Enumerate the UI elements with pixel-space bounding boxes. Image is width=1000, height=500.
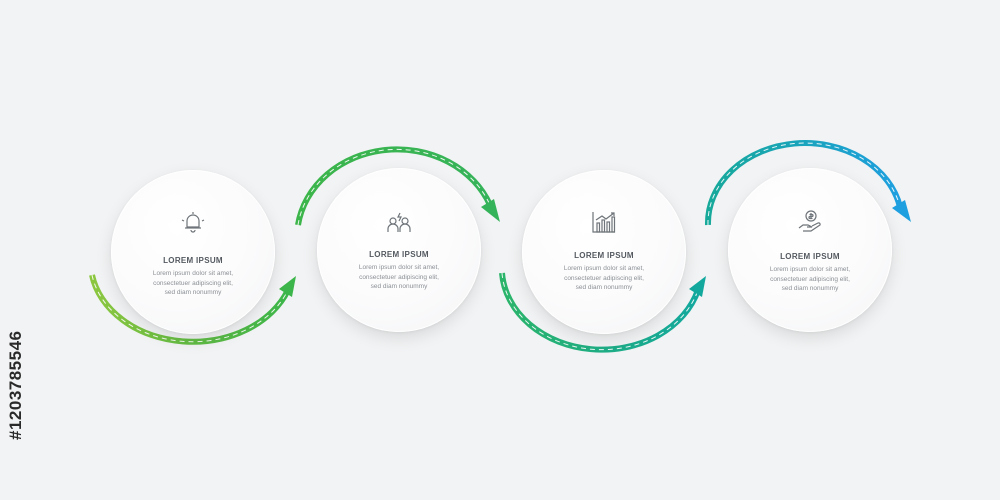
step-title: LOREM IPSUM (780, 252, 840, 261)
connector-arrow-2 (295, 146, 500, 226)
step-description: Lorem ipsum dolor sit amet, consectetuer… (563, 265, 645, 291)
step-description: Lorem ipsum dolor sit amet, consectetuer… (769, 266, 851, 292)
connector-arrow-4 (704, 140, 911, 226)
step-card-1: LOREM IPSUM Lorem ipsum dolor sit amet, … (111, 170, 275, 334)
step-title: LOREM IPSUM (369, 250, 429, 259)
step-description: Lorem ipsum dolor sit amet, consectetuer… (152, 270, 234, 296)
step-card-2: LOREM IPSUM Lorem ipsum dolor sit amet, … (317, 168, 481, 332)
bell-icon (179, 208, 207, 236)
money-hand-icon (796, 208, 824, 236)
step-card-3: LOREM IPSUM Lorem ipsum dolor sit amet, … (522, 170, 686, 334)
connector-arrow-1 (89, 274, 296, 345)
connector-arrow-3 (499, 272, 706, 353)
stock-id-watermark: #1203785546 (6, 330, 25, 440)
team-icon (385, 210, 413, 238)
growth-chart-icon (590, 208, 618, 236)
step-description: Lorem ipsum dolor sit amet, consectetuer… (358, 264, 440, 290)
step-title: LOREM IPSUM (574, 251, 634, 260)
step-card-4: LOREM IPSUM Lorem ipsum dolor sit amet, … (728, 168, 892, 332)
step-title: LOREM IPSUM (163, 256, 223, 265)
